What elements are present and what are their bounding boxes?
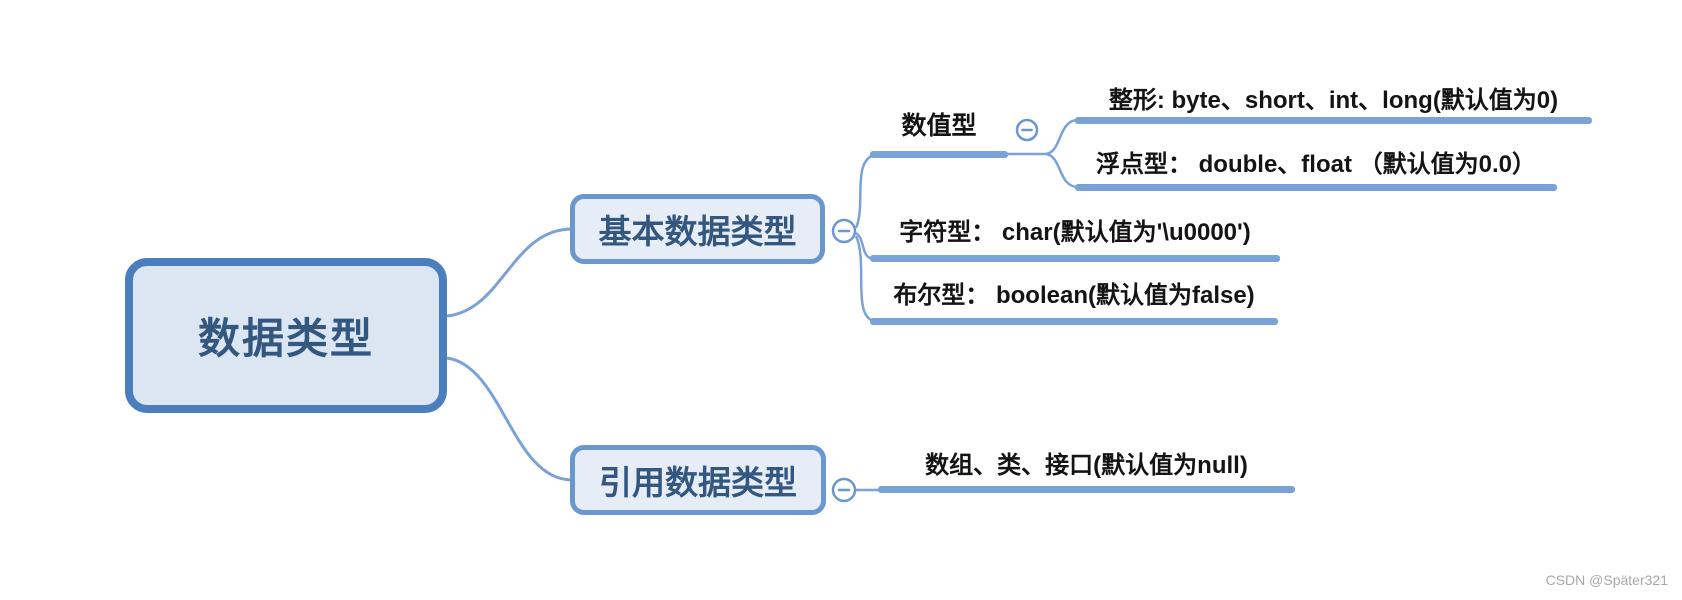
watermark: CSDN @Später321	[1545, 572, 1668, 588]
topic-numeric-type-underline	[870, 151, 1008, 158]
topic-boolean-underline	[870, 318, 1278, 325]
topic-boolean[interactable]: 布尔型： boolean(默认值为false)	[893, 282, 1255, 309]
root-topic[interactable]: 数据类型	[125, 258, 447, 413]
connector-numeric-integer	[1045, 118, 1079, 156]
topic-char[interactable]: 字符型： char(默认值为'\u0000')	[899, 219, 1251, 246]
connector-root-basic	[446, 227, 573, 318]
topic-numeric-type[interactable]: 数值型	[901, 112, 977, 140]
topic-char-underline	[870, 255, 1280, 262]
topic-array[interactable]: 数组、类、接口(默认值为null)	[925, 452, 1248, 479]
topic-float[interactable]: 浮点型： double、float （默认值为0.0）	[1095, 151, 1536, 178]
topic-array-underline	[878, 486, 1295, 493]
connector-root-reference	[446, 356, 573, 482]
topic-integer-underline	[1075, 117, 1592, 124]
topic-basic-data-types[interactable]: 基本数据类型	[570, 194, 825, 264]
connector-numeric-float	[1045, 152, 1079, 189]
connector-basic-numeric	[854, 153, 875, 229]
topic-reference-data-types-label: 引用数据类型	[599, 464, 797, 501]
topic-integer[interactable]: 整形: byte、short、int、long(默认值为0)	[1108, 87, 1559, 114]
collapse-badge-basic[interactable]	[831, 218, 857, 244]
topic-float-underline	[1075, 184, 1557, 191]
collapse-badge-reference[interactable]	[831, 477, 857, 503]
root-topic-label: 数据类型	[197, 315, 374, 362]
connector-basic-boolean	[854, 235, 875, 323]
topic-reference-data-types[interactable]: 引用数据类型	[570, 445, 826, 515]
topic-basic-data-types-label: 基本数据类型	[598, 213, 797, 250]
collapse-badge-numeric[interactable]	[1015, 118, 1039, 142]
